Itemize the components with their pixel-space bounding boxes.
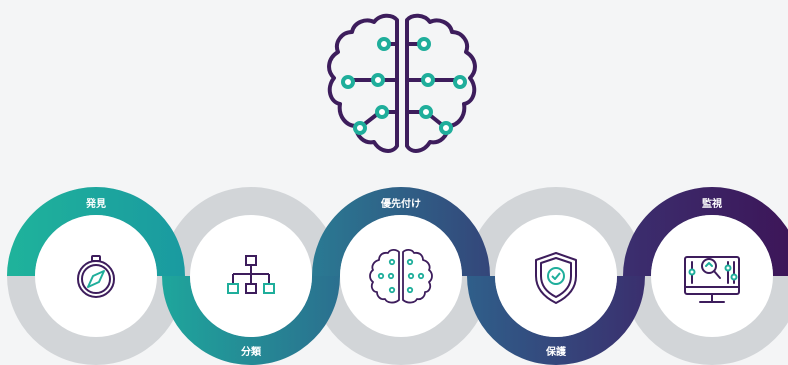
shield-check-icon	[535, 252, 577, 304]
step-2-label: 分類	[241, 345, 262, 358]
step-3-arc	[312, 187, 490, 276]
step-4-arc	[467, 276, 645, 365]
hierarchy-icon	[227, 255, 275, 294]
step-inner-circles	[35, 215, 773, 337]
step-3-label: 優先付け	[380, 197, 421, 210]
monitor-magnifier-icon	[684, 256, 740, 303]
step-1-arc	[7, 187, 185, 276]
step-5-arc	[623, 187, 788, 276]
compass-icon	[77, 255, 115, 298]
step-2-arc	[162, 276, 340, 365]
step-4-label: 保護	[545, 345, 567, 358]
step-1-label: 発見	[85, 197, 106, 210]
brain-circuit-small-nodes	[377, 258, 425, 294]
step-5-label: 監視	[702, 197, 722, 210]
header-brain-nodes	[341, 37, 467, 135]
brain-circuit-small-icon	[369, 248, 433, 304]
